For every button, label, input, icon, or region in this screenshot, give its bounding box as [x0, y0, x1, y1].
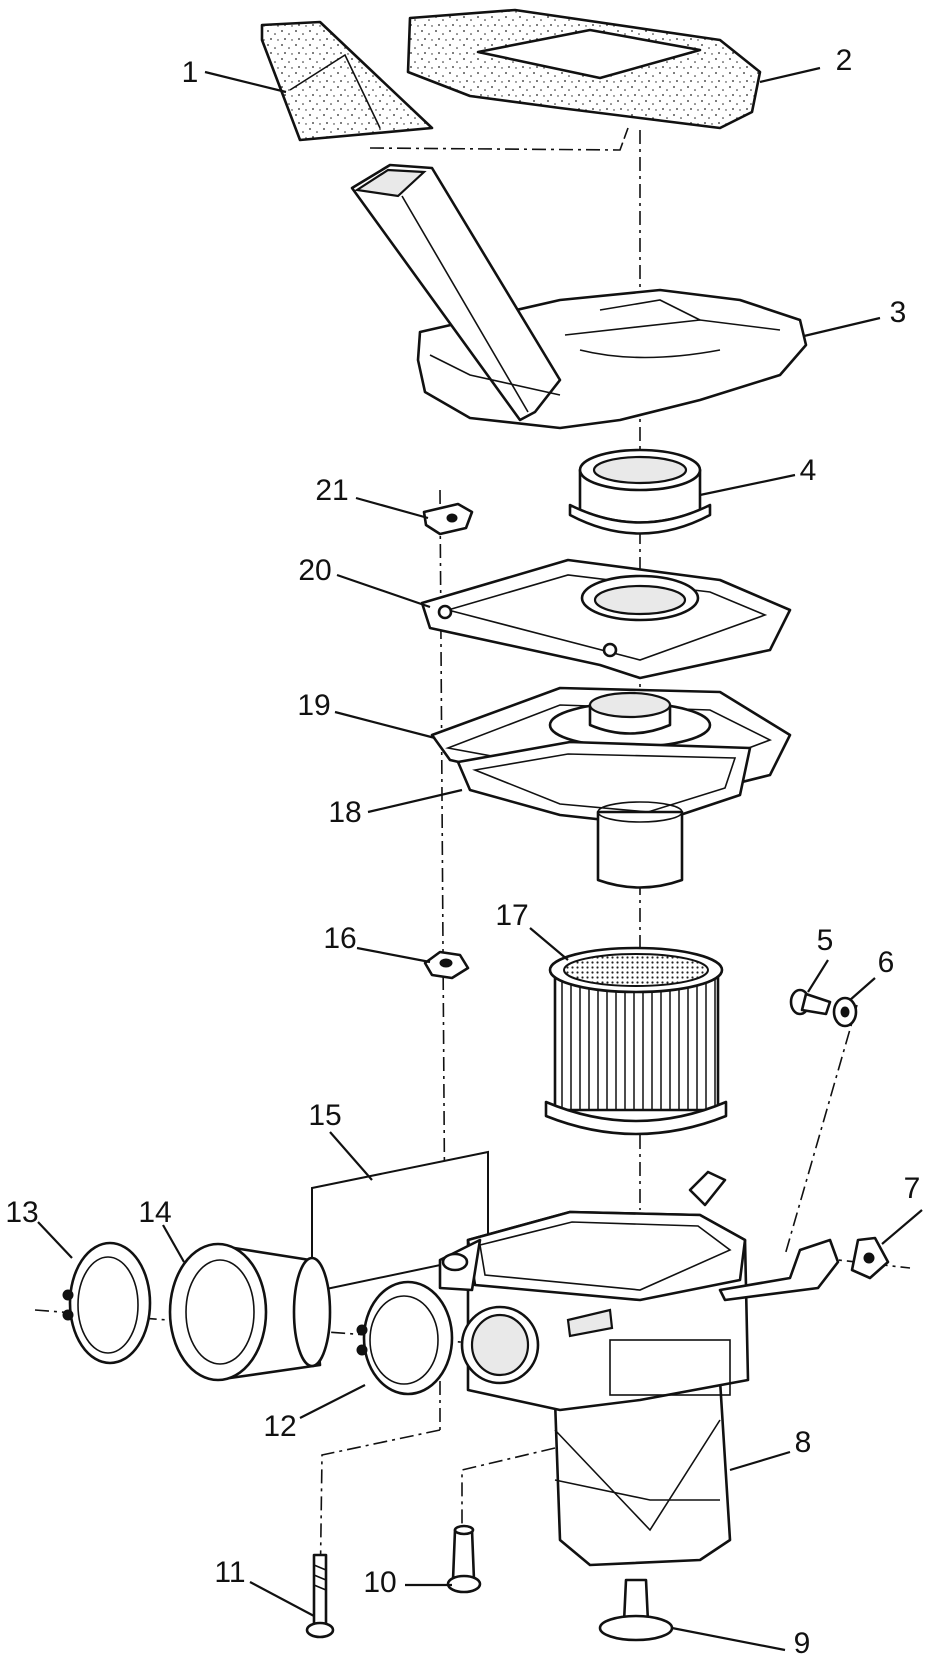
callout-3: 3	[890, 296, 907, 329]
part-20-lid-plate	[420, 558, 792, 680]
leader-lines	[37, 66, 923, 1652]
part-2-foam-seal	[406, 8, 762, 130]
callout-13: 13	[5, 1196, 38, 1229]
part-17-air-filter	[544, 946, 728, 1136]
part-16-nut	[423, 950, 470, 980]
callout-9: 9	[794, 1627, 811, 1660]
part-12-hose-clamp	[356, 1280, 454, 1396]
callout-17: 17	[495, 899, 528, 932]
callout-8: 8	[795, 1426, 812, 1459]
callout-20: 20	[298, 554, 331, 587]
part-13-hose-clamp	[62, 1241, 152, 1365]
part-11-bolt	[305, 1553, 335, 1639]
part-10-grommet	[446, 1524, 482, 1594]
callout-10: 10	[363, 1566, 396, 1599]
callout-15: 15	[308, 1099, 341, 1132]
callout-12: 12	[263, 1410, 296, 1443]
callout-14: 14	[138, 1196, 171, 1229]
callout-16: 16	[323, 922, 356, 955]
part-4-coupler	[568, 448, 712, 535]
part-14-intake-duct	[168, 1242, 332, 1382]
callout-18: 18	[328, 796, 361, 829]
part-5-screw	[789, 988, 832, 1016]
callout-21: 21	[315, 474, 348, 507]
callout-1: 1	[182, 56, 199, 89]
callout-7: 7	[904, 1172, 921, 1205]
part-21-clip-nut	[422, 502, 474, 536]
callout-19: 19	[297, 689, 330, 722]
part-9-drain-plug	[598, 1578, 674, 1642]
callout-11: 11	[214, 1556, 245, 1589]
part-1-foam-pad	[260, 20, 434, 142]
callout-labels: 1 2 3 4 5 6 7 8 9 10 11 12 13 14 15 16 1…	[5, 44, 920, 1660]
part-6-washer	[832, 996, 858, 1028]
callout-6: 6	[878, 946, 895, 979]
part-8-airbox-body	[438, 1170, 840, 1567]
part-18-gasket	[456, 740, 752, 889]
callout-5: 5	[817, 924, 834, 957]
part-7-clip	[850, 1236, 890, 1280]
callout-2: 2	[836, 44, 853, 77]
callout-4: 4	[800, 454, 817, 487]
part-3-intake-cover	[350, 163, 808, 430]
